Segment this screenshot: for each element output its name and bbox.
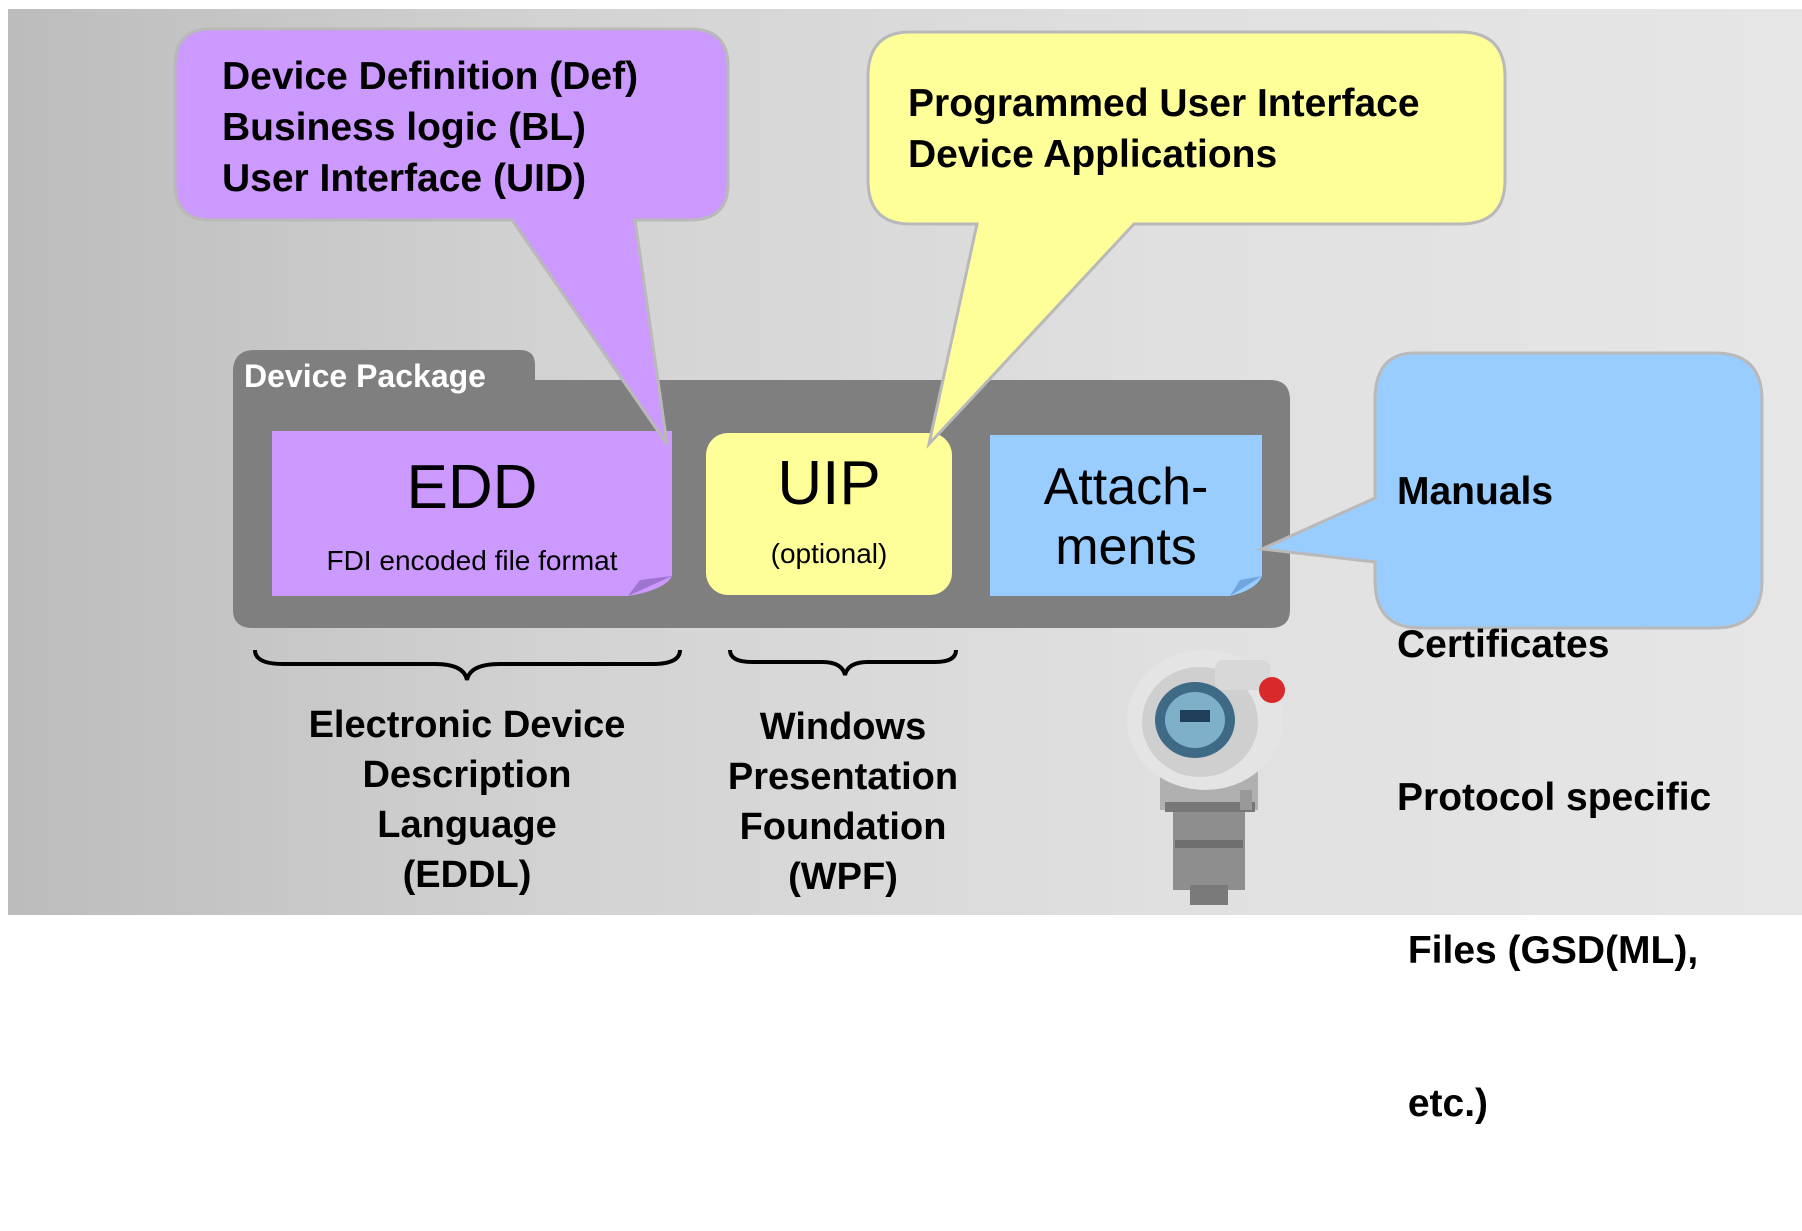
- eddl-caption: Electronic Device Description Language (…: [262, 700, 672, 900]
- wpf-brace: [728, 649, 958, 676]
- edd-label: EDD: [406, 453, 538, 522]
- callout-line: Business logic (BL): [222, 106, 587, 149]
- callout-line: Device Definition (Def): [222, 55, 639, 98]
- device-package-title: Device Package: [244, 358, 486, 394]
- callout-line: Protocol specific: [1397, 776, 1712, 819]
- uip-callout-bubble: [866, 30, 1507, 450]
- edd-callout-bubble: [173, 27, 730, 445]
- caption-line: (EDDL): [402, 854, 532, 896]
- attachments-callout-text: Manuals Certificates Protocol specific F…: [1397, 364, 1711, 1231]
- uip-box: [706, 433, 952, 595]
- attachments-label: Attach- ments: [990, 457, 1262, 577]
- callout-line: etc.): [1397, 1082, 1489, 1125]
- callout-line: Certificates: [1397, 623, 1610, 666]
- callout-line: Device Applications: [908, 133, 1278, 176]
- caption-line: Presentation: [727, 756, 959, 798]
- attachments-callout-bubble: [1256, 351, 1764, 630]
- callout-line: Files (GSD(ML),: [1397, 929, 1699, 972]
- caption-line: Foundation: [739, 806, 947, 848]
- diagram: Device Definition (Def) Business logic (…: [8, 9, 1802, 1125]
- attachments-box: [990, 435, 1262, 596]
- uip-callout-text: Programmed User Interface Device Applica…: [908, 78, 1420, 180]
- caption-line: Description: [362, 754, 572, 796]
- callout-line: User Interface (UID): [222, 157, 587, 200]
- pressure-transmitter-icon: [1127, 650, 1285, 905]
- attachments-label-line: Attach-: [1043, 458, 1209, 516]
- callout-line: Programmed User Interface: [908, 82, 1420, 125]
- caption-line: Electronic Device: [308, 704, 626, 746]
- caption-line: Windows: [759, 706, 927, 748]
- edd-sublabel: FDI encoded file format: [326, 545, 618, 576]
- edd-callout-text: Device Definition (Def) Business logic (…: [222, 51, 638, 204]
- caption-line: (WPF): [788, 856, 898, 898]
- edd-box: [272, 431, 672, 596]
- diagram-shapes: [173, 27, 1764, 905]
- wpf-caption: Windows Presentation Foundation (WPF): [697, 702, 989, 902]
- attachments-label-line: ments: [1055, 518, 1197, 576]
- uip-label: UIP: [777, 449, 881, 518]
- eddl-brace: [253, 649, 682, 681]
- callout-line: Manuals: [1397, 470, 1554, 513]
- caption-line: Language: [377, 804, 557, 846]
- uip-sublabel: (optional): [770, 538, 888, 569]
